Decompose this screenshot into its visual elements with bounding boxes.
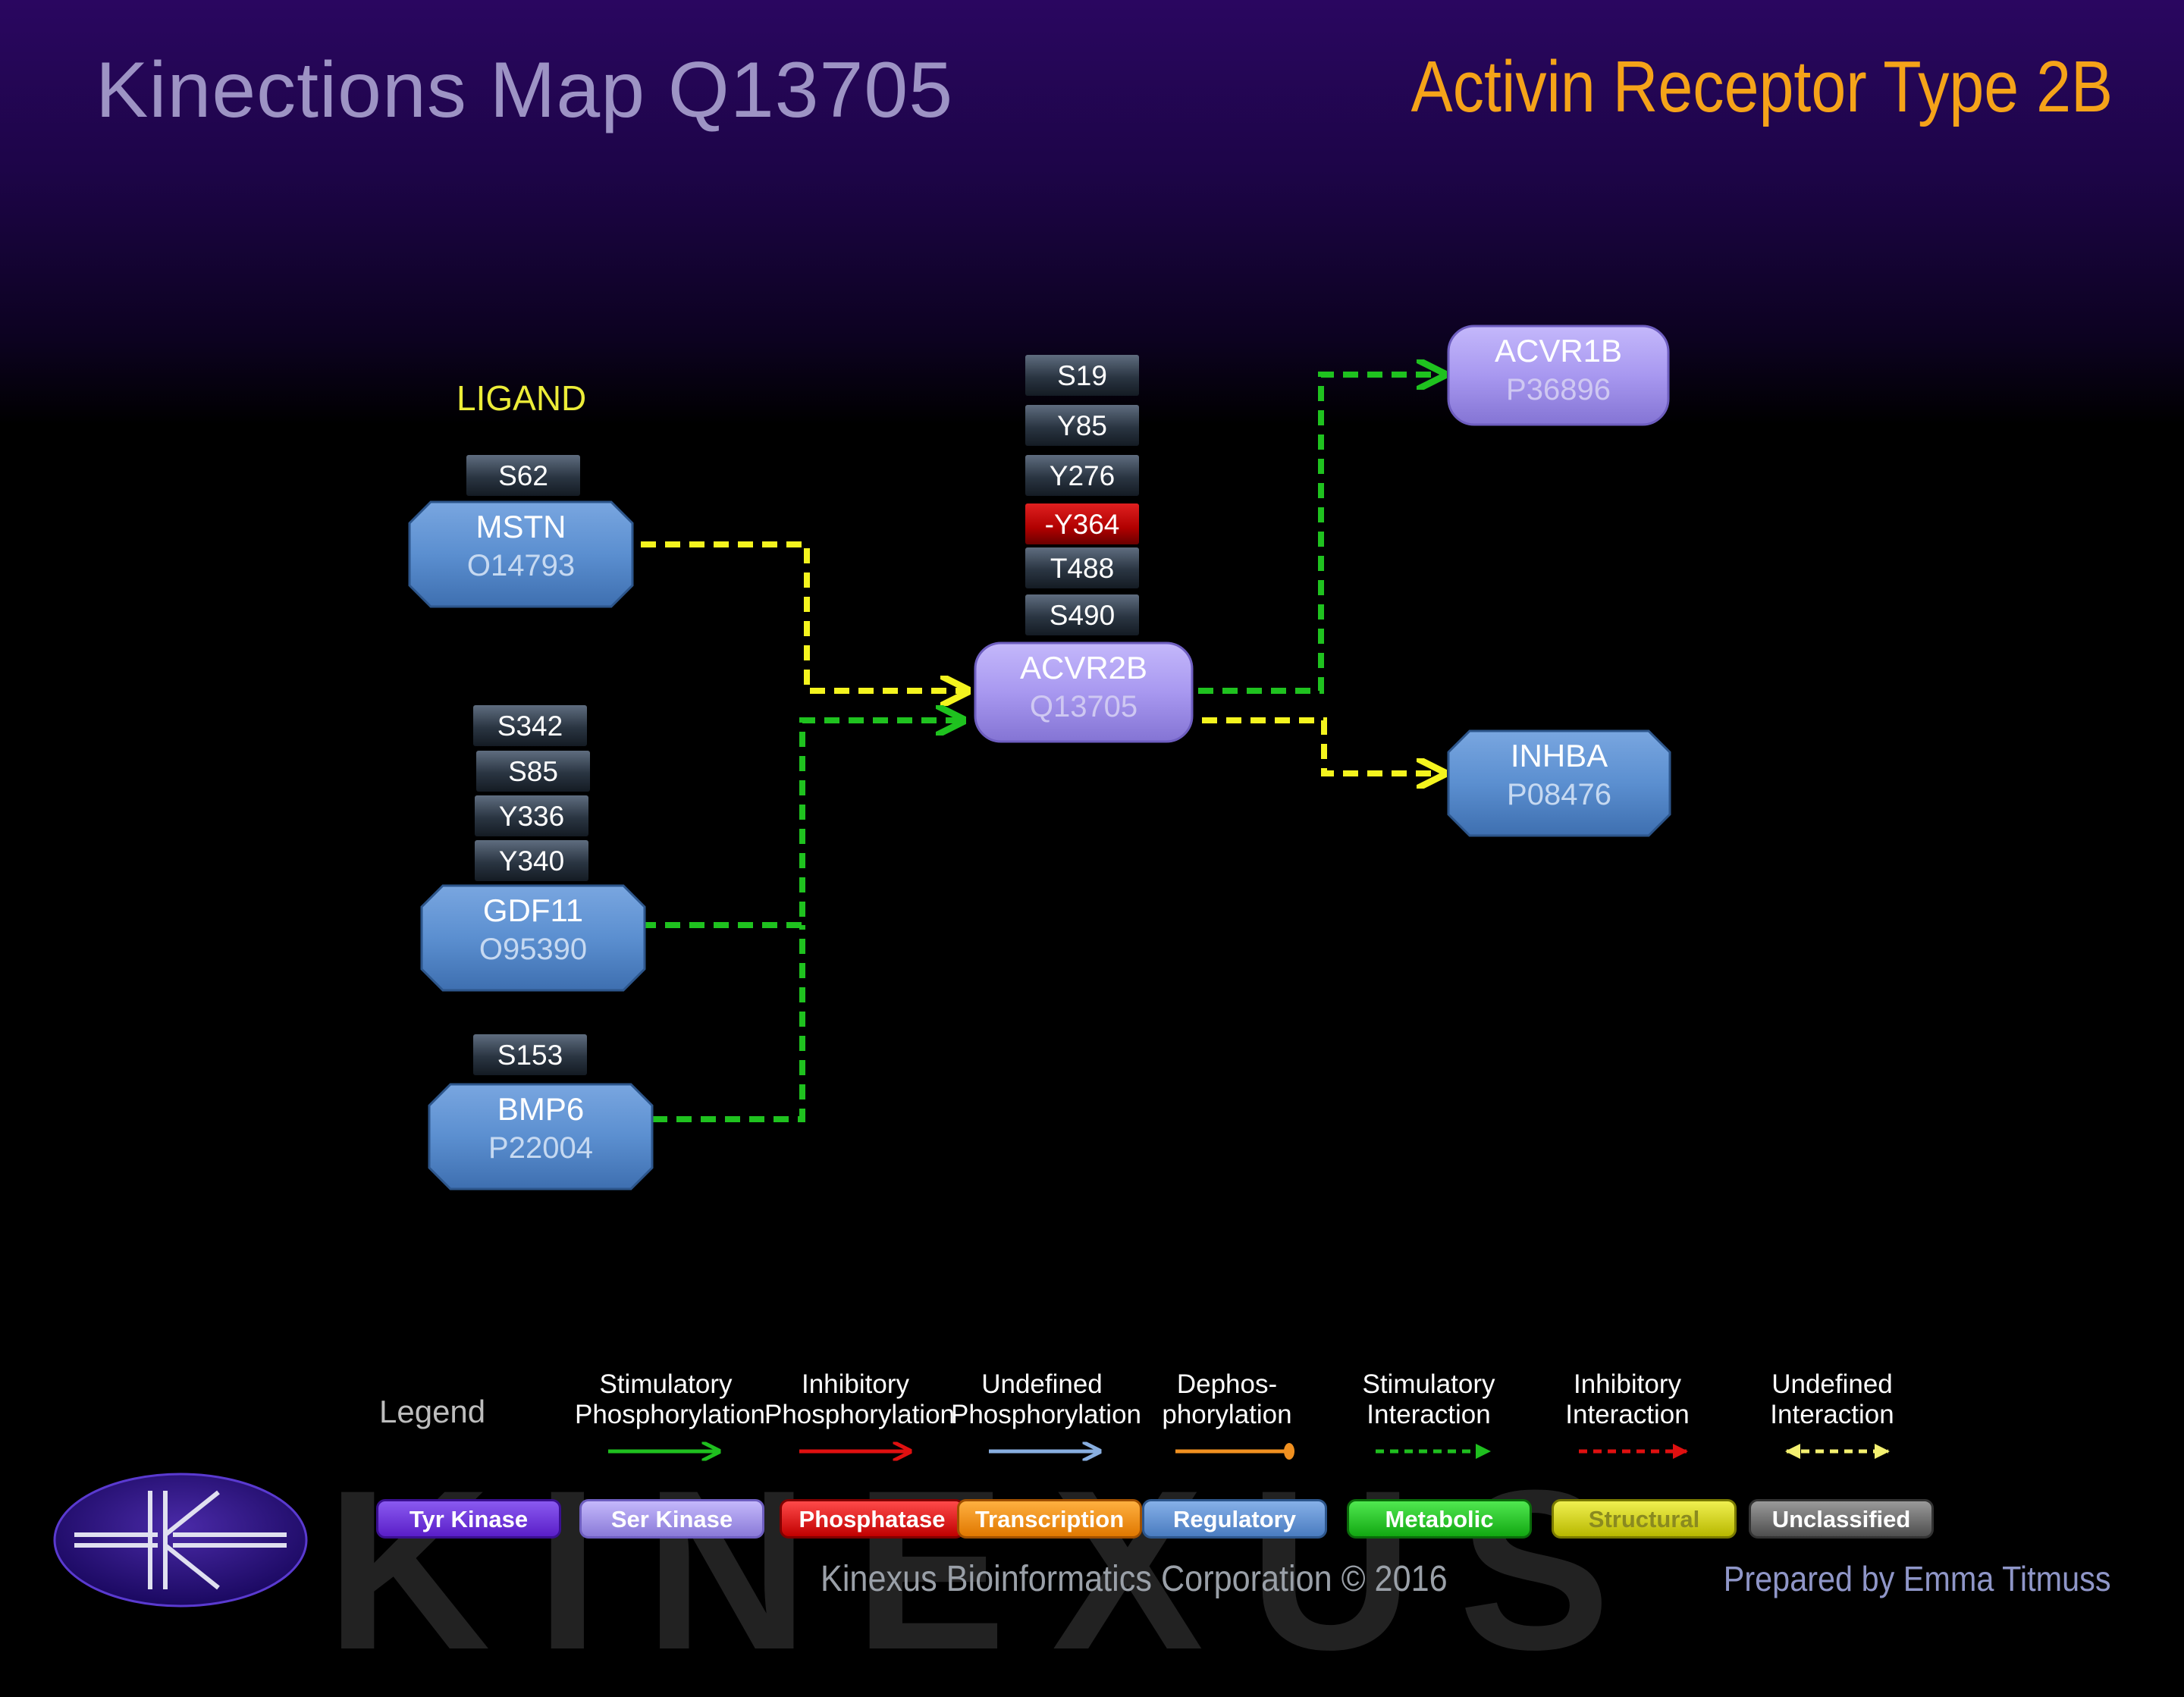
footer-prepared-by: Prepared by Emma Titmuss: [1724, 1559, 2111, 1598]
node-name: MSTN: [475, 509, 566, 544]
edge-acvr2b-acvr1b: [1198, 375, 1441, 694]
phosphosite-acvr2b-y364-inhibitory[interactable]: -Y364: [1025, 503, 1139, 544]
regulatory-octagon-shape: [428, 1083, 654, 1190]
node-name: INHBA: [1510, 738, 1608, 773]
ser-kinase-rounded-shape: [1447, 325, 1670, 426]
header-band: [0, 0, 2184, 425]
legend-dot-dephosphorylation: [1284, 1443, 1294, 1460]
legend-structural: Structural: [1552, 1499, 1737, 1539]
phosphosite-bmp6-s153[interactable]: S153: [473, 1034, 587, 1075]
legend-metabolic: Metabolic: [1347, 1499, 1532, 1539]
edge-bmp6-acvr2b: [652, 925, 805, 1122]
phosphosite-gdf11-s342[interactable]: S342: [473, 705, 587, 746]
edge-mstn-acvr2b: [641, 541, 965, 691]
node-name: BMP6: [497, 1091, 585, 1127]
edge-acvr2b-inhba: [1202, 717, 1441, 773]
legend-title: Legend: [379, 1394, 486, 1429]
legend-transcription: Transcription: [957, 1499, 1142, 1539]
map-title: Kinections Map Q13705: [96, 46, 954, 134]
legend-arrows: [608, 0, 1890, 1638]
phosphosite-acvr2b-s19[interactable]: S19: [1025, 355, 1139, 396]
node-accession: O95390: [479, 933, 588, 966]
regulatory-octagon-shape: [408, 500, 634, 608]
node-accession: P22004: [488, 1131, 593, 1165]
protein-name-title: Activin Receptor Type 2B: [1410, 46, 2113, 127]
phosphosite-acvr2b-y276[interactable]: Y276: [1025, 455, 1139, 496]
node-name: ACVR1B: [1494, 333, 1623, 369]
phosphosite-mstn-s62[interactable]: S62: [466, 455, 580, 496]
node-mstn[interactable]: MSTN O14793: [408, 500, 634, 608]
node-accession: Q13705: [1029, 690, 1138, 723]
node-acvr1b[interactable]: ACVR1B P36896: [1447, 325, 1670, 426]
legend-phosphatase: Phosphatase: [780, 1499, 965, 1539]
legend-tyr-kinase: Tyr Kinase: [376, 1499, 561, 1539]
node-inhba[interactable]: INHBA P08476: [1447, 729, 1671, 837]
phosphosite-acvr2b-s490[interactable]: S490: [1025, 594, 1139, 635]
regulatory-octagon-shape: [1447, 729, 1671, 837]
node-accession: O14793: [466, 549, 576, 582]
regulatory-octagon-shape: [420, 884, 646, 992]
ligand-label: LIGAND: [457, 378, 587, 418]
legend-label-dephosphorylation: Dephos-phorylation: [1162, 1369, 1292, 1429]
legend-regulatory: Regulatory: [1142, 1499, 1327, 1539]
phosphosite-gdf11-y340[interactable]: Y340: [475, 840, 588, 881]
phosphosite-gdf11-y336[interactable]: Y336: [475, 795, 588, 836]
legend-ser-kinase: Ser Kinase: [579, 1499, 764, 1539]
ser-kinase-rounded-shape: [974, 641, 1194, 743]
node-acvr2b[interactable]: ACVR2B Q13705: [974, 641, 1194, 743]
legend-unclassified: Unclassified: [1749, 1499, 1934, 1539]
footer-company: Kinexus Bioinformatics Corporation © 201…: [821, 1559, 1448, 1599]
phosphosite-acvr2b-t488[interactable]: T488: [1025, 547, 1139, 588]
node-accession: P08476: [1507, 778, 1611, 811]
node-name: ACVR2B: [1019, 650, 1148, 685]
interaction-edges: [641, 0, 2184, 1122]
phosphosite-acvr2b-y85[interactable]: Y85: [1025, 405, 1139, 446]
phosphosite-gdf11-s85[interactable]: S85: [476, 751, 590, 792]
edge-gdf11-acvr2b: [641, 720, 960, 928]
node-name: GDF11: [482, 892, 584, 928]
node-accession: P36896: [1506, 373, 1611, 406]
kinexus-logo: [53, 1473, 308, 1608]
